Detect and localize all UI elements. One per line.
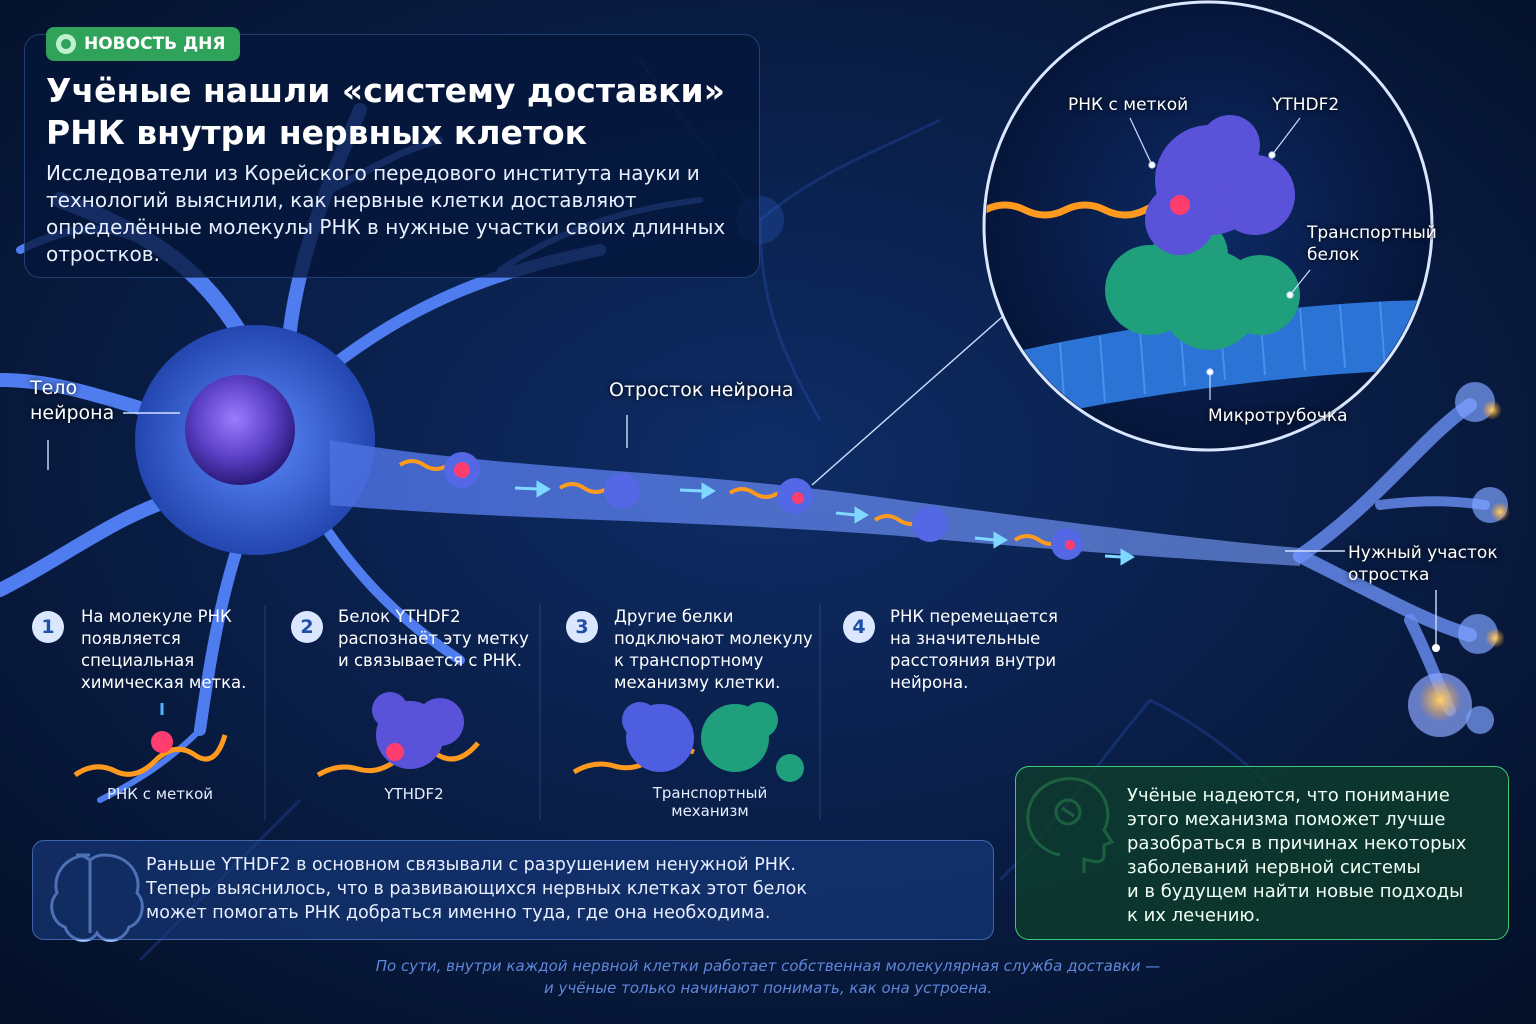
target-label-line2: отростка <box>1348 565 1430 585</box>
step-4-line1: РНК перемещается <box>890 607 1058 626</box>
outlook-panel <box>1015 766 1509 940</box>
outlook-text: Учёные надеются, что понимание этого мех… <box>1127 784 1497 928</box>
step-1-line2: появляется <box>81 629 181 648</box>
step-1-line1: На молекуле РНК <box>81 607 232 626</box>
step-3-line3: к транспортному <box>614 651 764 670</box>
page-title-line2: РНК внутри нервных клеток <box>46 113 588 152</box>
footer-line1: По сути, внутри каждой нервной клетки ра… <box>375 957 1161 975</box>
outlook-line5: и в будущем найти новые подходы <box>1127 881 1464 902</box>
info-line2: Теперь выяснилось, что в развивающихся н… <box>146 879 807 899</box>
step-3-caption: Транспортный механизм <box>630 784 790 820</box>
outlook-line1: Учёные надеются, что понимание <box>1127 785 1450 806</box>
neuron-body-label: Тело нейрона <box>30 376 114 426</box>
step-2-number: 2 <box>291 611 323 643</box>
step-1-line4: химическая метка. <box>81 673 247 692</box>
step-1-line3: специальная <box>81 651 195 670</box>
zoom-transport-label-line1: Транспортный <box>1307 223 1437 243</box>
neuron-body-label-line1: Тело <box>30 377 78 399</box>
step-4-number: 4 <box>843 611 875 643</box>
lede-text: Исследователи из Корейского передового и… <box>46 161 726 266</box>
zoom-rna-tag-label: РНК с меткой <box>1068 95 1189 115</box>
step-4-text: РНК перемещается на значительные расстоя… <box>890 606 1080 694</box>
step-1-number: 1 <box>32 611 64 643</box>
zoom-transport-label-line2: белок <box>1307 245 1360 265</box>
outlook-line4: заболеваний нервной системы <box>1127 857 1421 878</box>
zoom-ythdf2-label: YTHDF2 <box>1272 95 1340 115</box>
footer-line2: и учёные только начинают понимать, как о… <box>544 979 992 997</box>
step-2-line3: и связывается с РНК. <box>338 651 522 670</box>
outlook-line2: этого механизма поможет лучше <box>1127 809 1446 830</box>
step-2-text: Белок YTHDF2 распознаёт эту метку и связ… <box>338 606 538 672</box>
step-4-line2: на значительные <box>890 629 1041 648</box>
target-label-line1: Нужный участок <box>1348 543 1498 563</box>
step-3-text: Другие белки подключают молекулу к транс… <box>614 606 814 694</box>
step-1-text: На молекуле РНК появляется специальная х… <box>81 606 261 694</box>
info-panel <box>32 840 994 940</box>
axon-label: Отросток нейрона <box>609 379 794 401</box>
step-3-line1: Другие белки <box>614 607 734 626</box>
step-2-line2: распознаёт эту метку <box>338 629 529 648</box>
outlook-line6: к их лечению. <box>1127 905 1261 926</box>
header-panel <box>24 34 760 278</box>
neuron-body-label-line2: нейрона <box>30 402 115 424</box>
page-title-line1: Учёные нашли «систему доставки» <box>46 71 725 110</box>
info-line3: может помогать РНК добраться именно туда… <box>146 903 771 923</box>
zoom-microtubule-label: Микротрубочка <box>1208 406 1348 426</box>
page-title: Учёные нашли «систему доставки» РНК внут… <box>46 70 766 154</box>
step-3-caption-line2: механизм <box>671 802 749 820</box>
step-2-caption: YTHDF2 <box>384 785 444 803</box>
step-2-line1: Белок YTHDF2 <box>338 607 461 626</box>
step-3-line2: подключают молекулу <box>614 629 813 648</box>
footer-note: По сути, внутри каждой нервной клетки ра… <box>0 955 1536 999</box>
news-badge: НОВОСТЬ ДНЯ <box>46 27 240 61</box>
step-3-caption-line1: Транспортный <box>652 784 768 802</box>
info-line1: Раньше YTHDF2 в основном связывали с раз… <box>146 855 796 875</box>
zoom-transport-label: Транспортный белок <box>1307 222 1437 266</box>
badge-icon <box>56 34 76 54</box>
target-label: Нужный участок отростка <box>1348 542 1498 586</box>
step-3-line4: механизму клетки. <box>614 673 781 692</box>
news-badge-label: НОВОСТЬ ДНЯ <box>84 34 226 54</box>
info-text: Раньше YTHDF2 в основном связывали с раз… <box>146 853 966 925</box>
step-1-caption: РНК с меткой <box>106 785 214 803</box>
step-4-line3: расстояния внутри <box>890 651 1057 670</box>
outlook-line3: разобраться в причинах некоторых <box>1127 833 1467 854</box>
step-3-number: 3 <box>566 611 598 643</box>
step-4-line4: нейрона. <box>890 673 969 692</box>
